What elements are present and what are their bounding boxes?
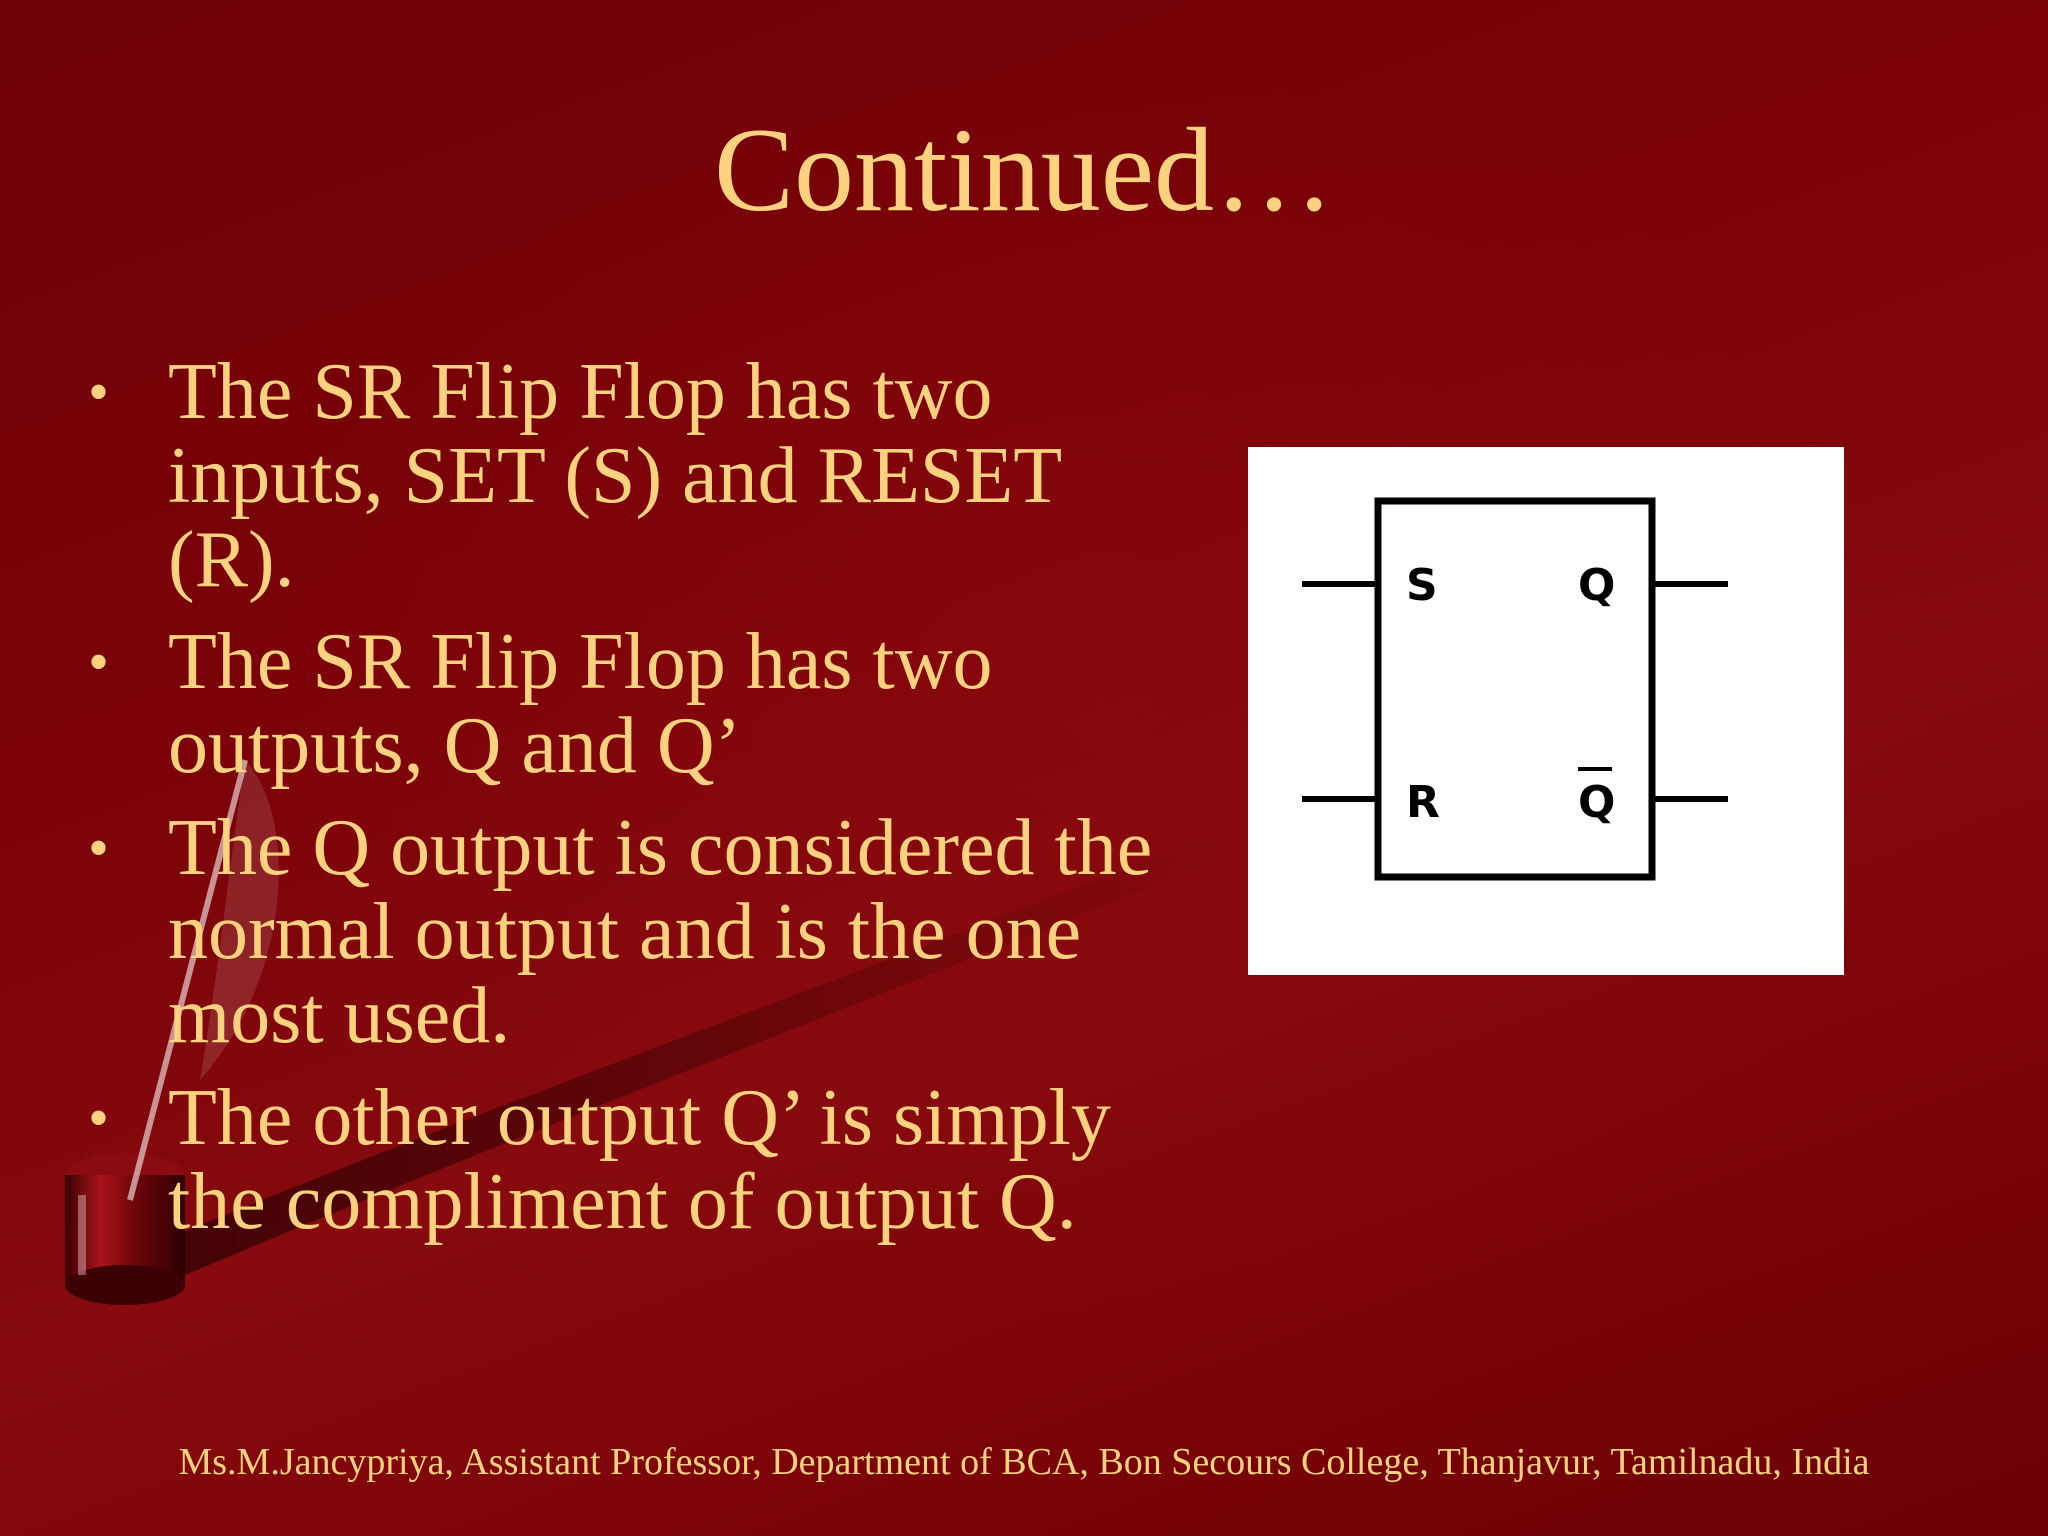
input-label-s: S (1406, 560, 1438, 611)
bullet-item: • The Q output is considered the normal … (88, 806, 1188, 1058)
bullet-icon: • (88, 629, 110, 695)
bullet-icon: • (88, 1085, 110, 1151)
bullet-text: The other output Q’ is simply the compli… (168, 1074, 1111, 1246)
bullet-item: • The other output Q’ is simply the comp… (88, 1076, 1188, 1244)
bullet-icon: • (88, 359, 110, 425)
bullet-text: The SR Flip Flop has two outputs, Q and … (168, 618, 993, 790)
bullet-item: • The SR Flip Flop has two inputs, SET (… (88, 350, 1188, 602)
quill-shadow (140, 820, 1250, 1290)
quill (127, 759, 248, 1201)
bullet-text: The Q output is considered the normal ou… (168, 804, 1153, 1060)
slide-title: Continued… (714, 103, 1334, 236)
sr-flip-flop-diagram: S R Q Q (1248, 447, 1844, 975)
flip-flop-box (1374, 497, 1656, 881)
output-label-q-bar: Q (1578, 777, 1615, 828)
bullet-icon: • (88, 815, 110, 881)
input-label-r: R (1406, 777, 1440, 828)
ink-pot-base (65, 1265, 185, 1305)
flip-flop-symbol: S R Q Q (1302, 497, 1728, 881)
bullet-text: The SR Flip Flop has two inputs, SET (S)… (168, 348, 1061, 604)
bullet-list: • The SR Flip Flop has two inputs, SET (… (88, 350, 1188, 1262)
footer-credit: Ms.M.Jancypriya, Assistant Professor, De… (178, 1441, 1870, 1483)
bullet-item: • The SR Flip Flop has two outputs, Q an… (88, 620, 1188, 788)
output-label-q: Q (1578, 560, 1615, 611)
